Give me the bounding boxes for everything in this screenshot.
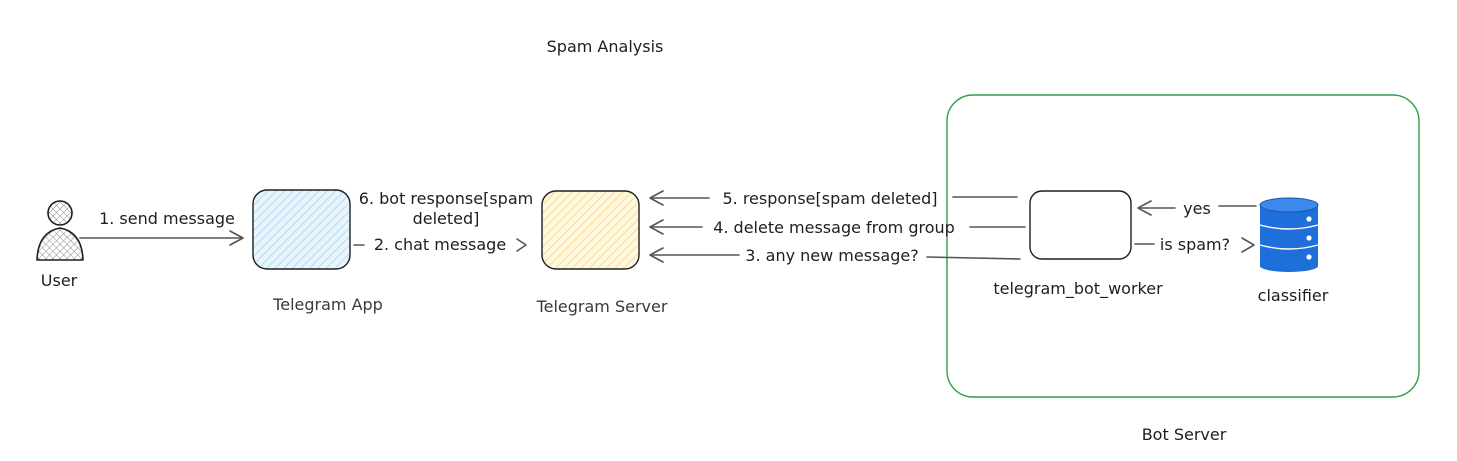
telegram-app-box: [252, 189, 351, 270]
edge-is-spam-label: is spam?: [1160, 235, 1230, 254]
edge-response-spam-deleted[interactable]: 5. response[spam deleted]: [649, 189, 1018, 208]
bot-worker-node[interactable]: telegram_bot_worker: [993, 190, 1163, 299]
edge-chat-message[interactable]: 2. chat message: [353, 235, 527, 254]
classifier-node[interactable]: classifier: [1258, 197, 1329, 305]
edge-yes-label: yes: [1183, 199, 1211, 218]
telegram-app-label: Telegram App: [272, 295, 383, 314]
edge-bot-response-label-line2: deleted]: [413, 209, 480, 228]
edge-response-spam-deleted-label: 5. response[spam deleted]: [722, 189, 937, 208]
edge-yes[interactable]: yes: [1137, 199, 1257, 218]
bot-worker-box: [1029, 190, 1132, 260]
edge-bot-response[interactable]: 6. bot response[spam deleted]: [359, 189, 533, 228]
diagram-title: Spam Analysis: [547, 37, 664, 56]
bot-worker-label: telegram_bot_worker: [993, 279, 1163, 299]
user-node[interactable]: User: [36, 200, 84, 290]
user-label: User: [41, 271, 78, 290]
edge-delete-message[interactable]: 4. delete message from group: [649, 218, 1026, 237]
bot-server-frame: [946, 94, 1420, 398]
bot-server-group: Bot Server: [946, 94, 1420, 444]
edge-bot-response-label-line1: 6. bot response[spam: [359, 189, 533, 208]
edge-any-new-message-label: 3. any new message?: [745, 246, 918, 265]
telegram-server-node[interactable]: Telegram Server: [536, 190, 668, 316]
telegram-server-box: [541, 190, 640, 270]
edge-chat-message-label: 2. chat message: [374, 235, 506, 254]
telegram-server-label: Telegram Server: [536, 297, 668, 316]
edge-send-message[interactable]: 1. send message: [79, 209, 244, 246]
edge-is-spam[interactable]: is spam?: [1134, 235, 1255, 254]
database-icon: [1259, 197, 1319, 272]
edge-any-new-message[interactable]: 3. any new message?: [649, 246, 1021, 265]
user-icon: [36, 200, 84, 261]
bot-server-label: Bot Server: [1142, 425, 1227, 444]
telegram-app-node[interactable]: Telegram App: [252, 189, 383, 314]
edge-delete-message-label: 4. delete message from group: [713, 218, 955, 237]
edge-send-message-label: 1. send message: [99, 209, 235, 228]
classifier-label: classifier: [1258, 286, 1329, 305]
